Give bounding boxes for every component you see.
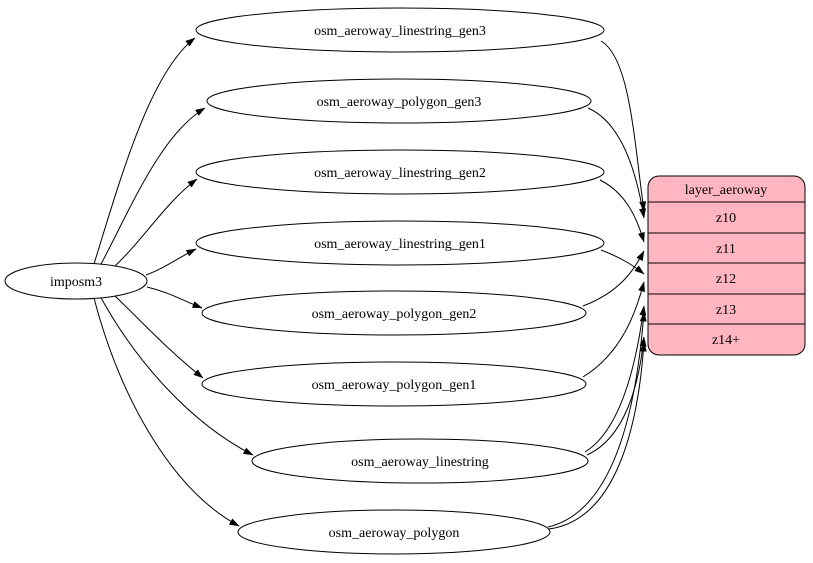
edge-imposm3-to-osm_aeroway_polygon_gen1 bbox=[111, 292, 204, 379]
node-osm_aeroway_linestring_gen2: osm_aeroway_linestring_gen2 bbox=[195, 149, 605, 195]
table-ellipse bbox=[201, 361, 587, 407]
table-label: osm_aeroway_linestring_gen3 bbox=[314, 24, 486, 39]
edge-osm_aeroway_linestring_gen1-to-z12 bbox=[600, 249, 645, 275]
table-ellipse bbox=[201, 290, 587, 336]
table-label: osm_aeroway_linestring bbox=[351, 455, 489, 470]
edge-imposm3-to-osm_aeroway_polygon_gen3 bbox=[99, 107, 206, 267]
node-layer_aeroway: layer_aeroway z10 z11 z12 z13 z14+ bbox=[647, 175, 806, 356]
edge-imposm3-to-osm_aeroway_linestring_gen1 bbox=[145, 248, 197, 276]
layer-row-z11: z11 bbox=[716, 242, 736, 257]
node-osm_aeroway_polygon_gen3: osm_aeroway_polygon_gen3 bbox=[206, 78, 592, 124]
node-osm_aeroway_linestring_gen3: osm_aeroway_linestring_gen3 bbox=[195, 7, 605, 53]
layer-row-z12: z12 bbox=[716, 272, 736, 287]
table-ellipse bbox=[237, 509, 551, 555]
table-ellipse bbox=[195, 220, 605, 266]
table-ellipse bbox=[195, 149, 605, 195]
edge-imposm3-to-osm_aeroway_linestring_gen2 bbox=[111, 178, 198, 270]
edge-osm_aeroway_linestring-to-z14plus bbox=[586, 336, 647, 456]
edge-osm_aeroway_linestring_gen2-to-z11 bbox=[599, 179, 645, 243]
node-osm_aeroway_polygon: osm_aeroway_polygon bbox=[237, 509, 551, 555]
table-label: osm_aeroway_polygon_gen3 bbox=[317, 95, 482, 110]
imposm3-label: imposm3 bbox=[50, 275, 102, 290]
table-label: osm_aeroway_linestring_gen1 bbox=[314, 237, 486, 252]
layer-title: layer_aeroway bbox=[685, 183, 767, 198]
edge-imposm3-to-osm_aeroway_linestring bbox=[99, 295, 254, 456]
edge-osm_aeroway_polygon-to-z13 bbox=[547, 311, 647, 528]
edge-imposm3-to-osm_aeroway_polygon bbox=[93, 297, 240, 527]
edge-osm_aeroway_linestring_gen3-to-z10 bbox=[600, 40, 647, 212]
edges-to-layer bbox=[547, 40, 647, 530]
edge-imposm3-to-osm_aeroway_polygon_gen2 bbox=[146, 286, 203, 309]
table-label: osm_aeroway_polygon bbox=[329, 526, 460, 541]
edges-from-source bbox=[93, 37, 254, 527]
node-osm_aeroway_polygon_gen2: osm_aeroway_polygon_gen2 bbox=[201, 290, 587, 336]
edge-osm_aeroway_polygon_gen3-to-z10 bbox=[587, 107, 646, 219]
node-osm_aeroway_polygon_gen1: osm_aeroway_polygon_gen1 bbox=[201, 361, 587, 407]
table-ellipse bbox=[195, 7, 605, 53]
imposm3-ellipse bbox=[4, 262, 148, 300]
layer-row-z14plus: z14+ bbox=[712, 333, 740, 348]
node-osm_aeroway_linestring_gen1: osm_aeroway_linestring_gen1 bbox=[195, 220, 605, 266]
edge-osm_aeroway_polygon_gen1-to-z12 bbox=[582, 281, 645, 378]
edge-osm_aeroway_polygon_gen2-to-z11 bbox=[582, 250, 645, 307]
layer-row-z10: z10 bbox=[716, 211, 736, 226]
layer-record-box bbox=[647, 175, 806, 356]
node-imposm3: imposm3 bbox=[4, 262, 148, 300]
table-label: osm_aeroway_polygon_gen2 bbox=[312, 307, 477, 322]
edge-osm_aeroway_linestring-to-z13 bbox=[584, 305, 647, 453]
table-label: osm_aeroway_polygon_gen1 bbox=[312, 378, 477, 393]
edge-osm_aeroway_polygon-to-z14plus bbox=[548, 341, 647, 530]
table-label: osm_aeroway_linestring_gen2 bbox=[314, 166, 486, 181]
node-osm_aeroway_linestring: osm_aeroway_linestring bbox=[251, 438, 589, 484]
layer-row-z13: z13 bbox=[716, 303, 736, 318]
table-ellipse bbox=[251, 438, 589, 484]
table-ellipse bbox=[206, 78, 592, 124]
edge-imposm3-to-osm_aeroway_linestring_gen3 bbox=[93, 37, 196, 265]
